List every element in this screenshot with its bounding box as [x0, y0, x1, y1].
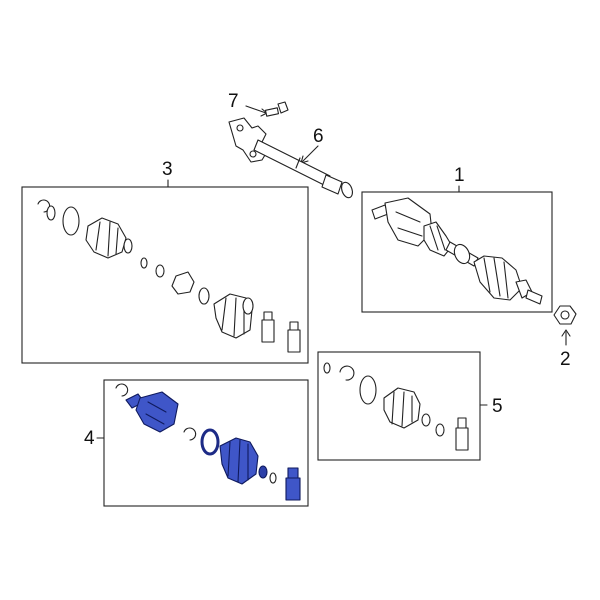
callout-6: 6 [313, 126, 324, 147]
callout-4: 4 [84, 428, 95, 449]
clamp-ring-highlight [200, 428, 220, 456]
part-2-axle-nut[interactable]: 2 [553, 305, 577, 370]
leader-2-arrow [561, 329, 571, 337]
box-4 [103, 379, 309, 507]
callout-3: 3 [162, 159, 173, 180]
box-1 [361, 191, 553, 313]
part-1-axle-assembly[interactable]: 1 [361, 165, 553, 313]
callout-7: 7 [228, 91, 239, 112]
box-5 [317, 351, 481, 461]
leader-7 [245, 105, 267, 114]
part-7-bolt[interactable]: 7 [228, 91, 289, 117]
leader-6 [301, 145, 319, 163]
part-5-outer-boot-kit[interactable]: 5 [317, 351, 503, 461]
box-3 [21, 186, 309, 364]
callout-2: 2 [560, 349, 571, 370]
callout-5: 5 [492, 396, 503, 417]
part-6-intermediate-shaft[interactable]: 6 [228, 117, 354, 199]
part-4-inner-joint-kit[interactable]: 4 [84, 379, 309, 507]
part-3-boot-kit[interactable]: 3 [21, 159, 309, 364]
callout-1: 1 [454, 165, 465, 186]
